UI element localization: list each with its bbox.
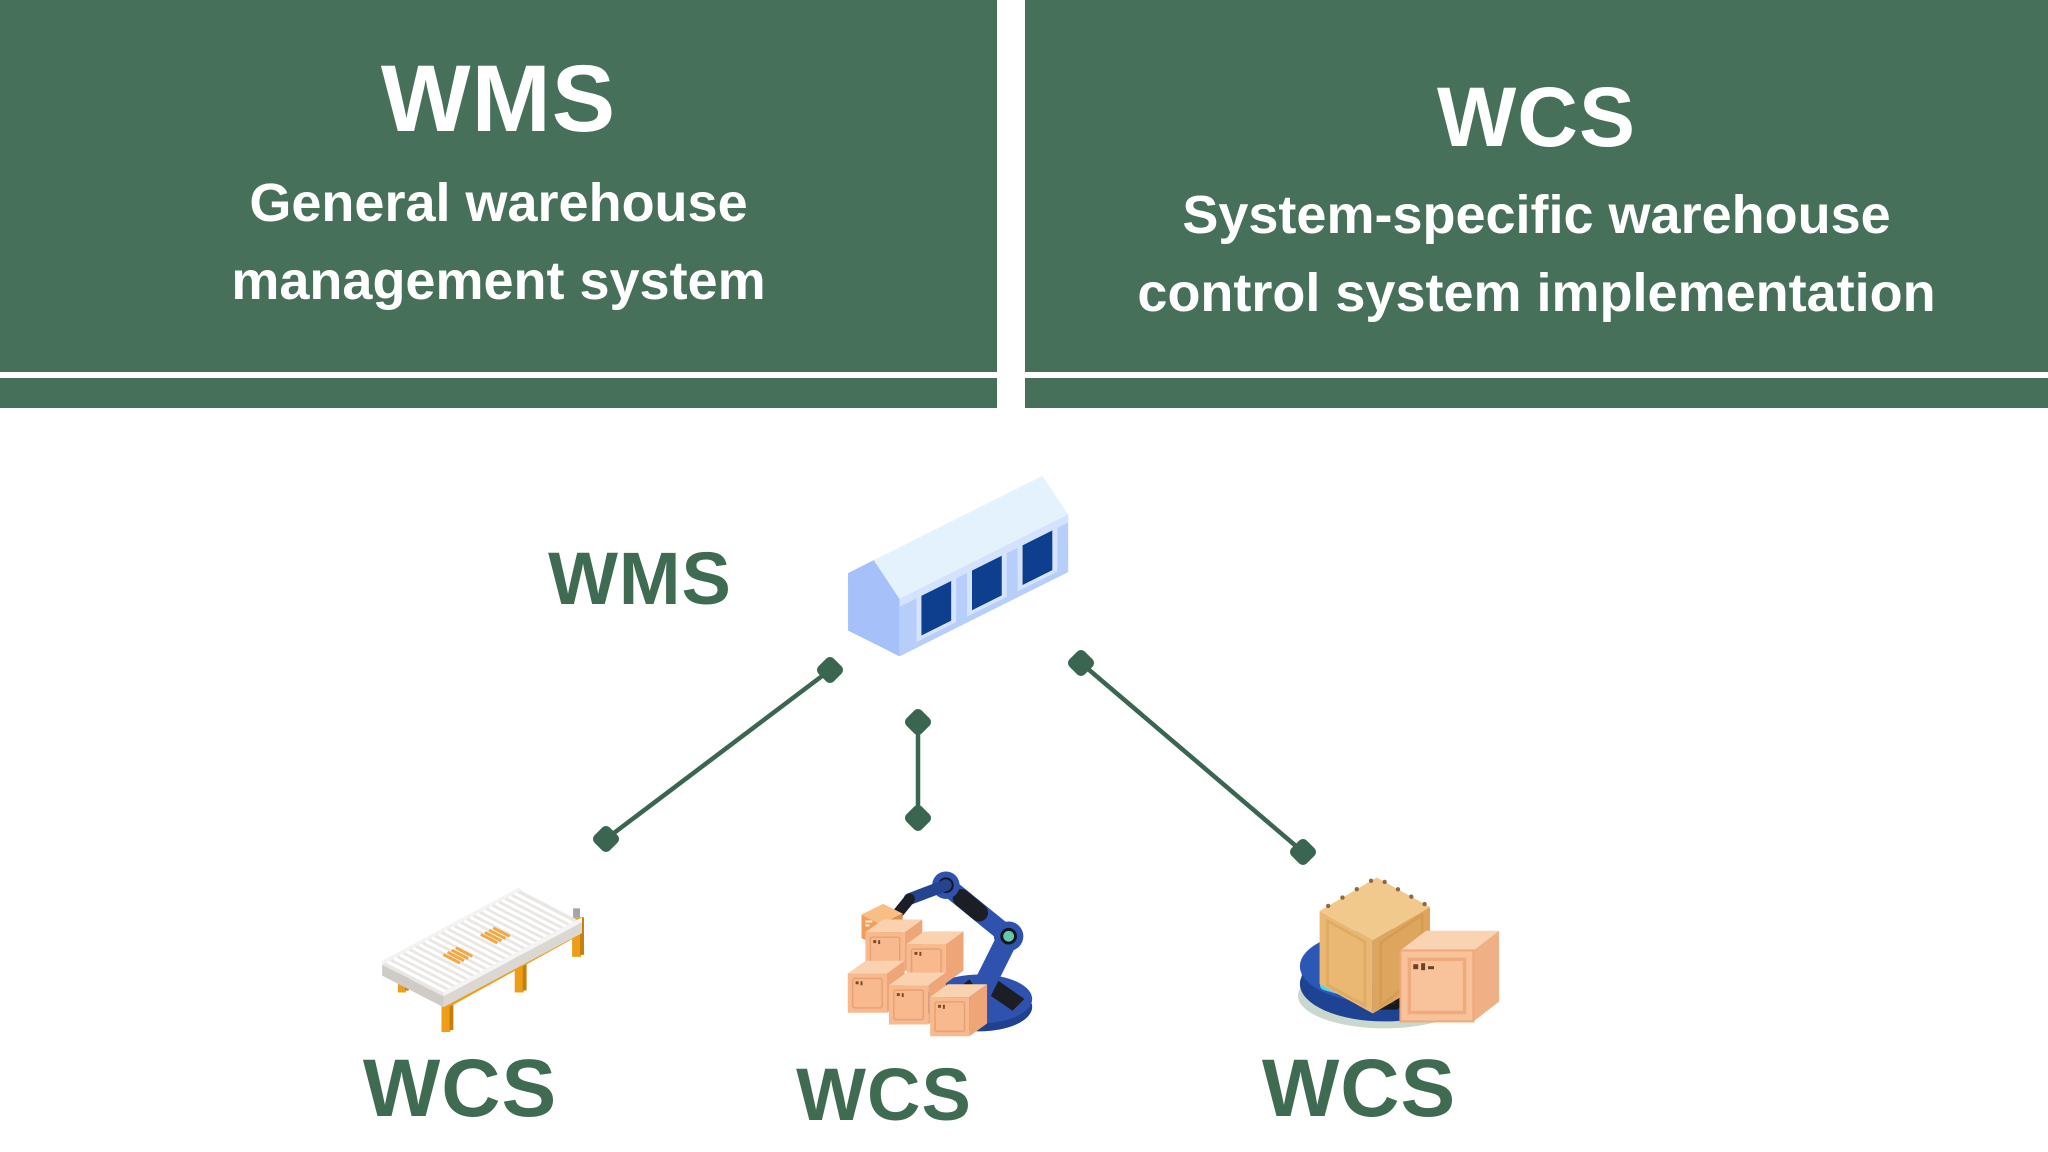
header-row: WMS General warehouse management system … — [0, 0, 2048, 408]
wms-subtitle-line-1: General warehouse — [249, 173, 748, 233]
wcs-node-label-conveyor: WCS — [362, 1043, 558, 1134]
warehouse-building-icon — [848, 475, 1069, 657]
wms-node-label: WMS — [548, 537, 732, 620]
wcs-header-subtitle: System-specific warehouse control system… — [1025, 176, 2048, 332]
hierarchy-diagram: WMS — [0, 408, 2048, 1152]
robotic-arm-icon — [847, 871, 1033, 1037]
wcs-node-label-robot: WCS — [796, 1053, 972, 1136]
wms-header-subtitle: General warehouse management system — [0, 164, 997, 320]
conveyor-belt-icon — [382, 886, 584, 1033]
header-underline-rule — [0, 372, 2048, 378]
wcs-subtitle-line-2: control system implementation — [1137, 263, 1936, 323]
wms-header-title: WMS — [380, 46, 617, 152]
wms-header-card: WMS General warehouse management system — [0, 0, 997, 408]
wcs-subtitle-line-1: System-specific warehouse — [1182, 185, 1891, 245]
wcs-node-label-agv: WCS — [1261, 1043, 1457, 1134]
header-divider-gap — [997, 0, 1025, 408]
connector-lines — [592, 649, 1317, 866]
wcs-header-title: WCS — [1437, 70, 1636, 164]
agv-robot-icon — [1297, 877, 1500, 1029]
wcs-header-card: WCS System-specific warehouse control sy… — [1025, 0, 2048, 408]
wms-subtitle-line-2: management system — [231, 251, 766, 311]
